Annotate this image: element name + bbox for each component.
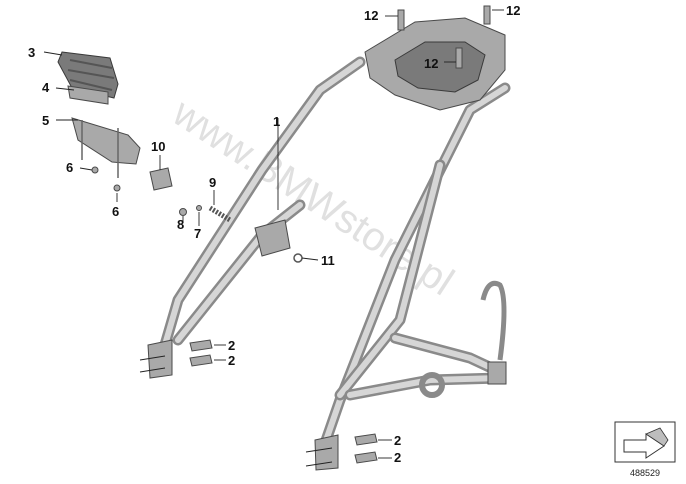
spring-9 xyxy=(208,205,232,223)
washer-8 xyxy=(179,208,187,216)
arrow-corner-icon xyxy=(623,427,669,459)
footrest-bracket xyxy=(71,117,141,178)
callout-2c: 2 xyxy=(394,433,401,448)
washer-7 xyxy=(196,205,202,211)
callout-5: 5 xyxy=(42,113,49,128)
leader-lines xyxy=(43,9,504,467)
callout-4: 4 xyxy=(42,80,50,95)
callout-6a: 6 xyxy=(66,160,73,175)
reference-number: 488529 xyxy=(630,468,660,478)
callout-6b: 6 xyxy=(112,204,119,219)
callout-2a: 2 xyxy=(228,338,235,353)
callout-3: 3 xyxy=(28,45,35,60)
circlip-11 xyxy=(293,253,303,263)
callout-10: 10 xyxy=(151,139,165,154)
callout-7: 7 xyxy=(194,226,201,241)
footrest-plate xyxy=(67,85,109,105)
bolt-12c xyxy=(455,47,463,69)
bolt-12a xyxy=(397,9,405,31)
bolts-left xyxy=(189,339,213,367)
clamp-10 xyxy=(149,167,173,191)
bolts-right xyxy=(354,433,378,464)
callout-11: 11 xyxy=(321,253,335,268)
washer-6a xyxy=(91,166,99,174)
rear-frame-assembly xyxy=(147,17,511,471)
callout-12b: 12 xyxy=(506,3,520,18)
reference-badge: 488529 xyxy=(614,421,676,478)
callout-2d: 2 xyxy=(394,450,401,465)
callout-9: 9 xyxy=(209,175,216,190)
callout-12c: 12 xyxy=(424,56,438,71)
bolt-12b xyxy=(483,5,491,25)
callout-1: 1 xyxy=(273,114,280,129)
callouts: 3 4 5 6 6 10 9 8 7 1 11 2 2 2 2 12 12 12 xyxy=(28,3,520,465)
callout-12a: 12 xyxy=(364,8,378,23)
callout-8: 8 xyxy=(177,217,184,232)
washer-6b xyxy=(113,184,121,192)
callout-2b: 2 xyxy=(228,353,235,368)
